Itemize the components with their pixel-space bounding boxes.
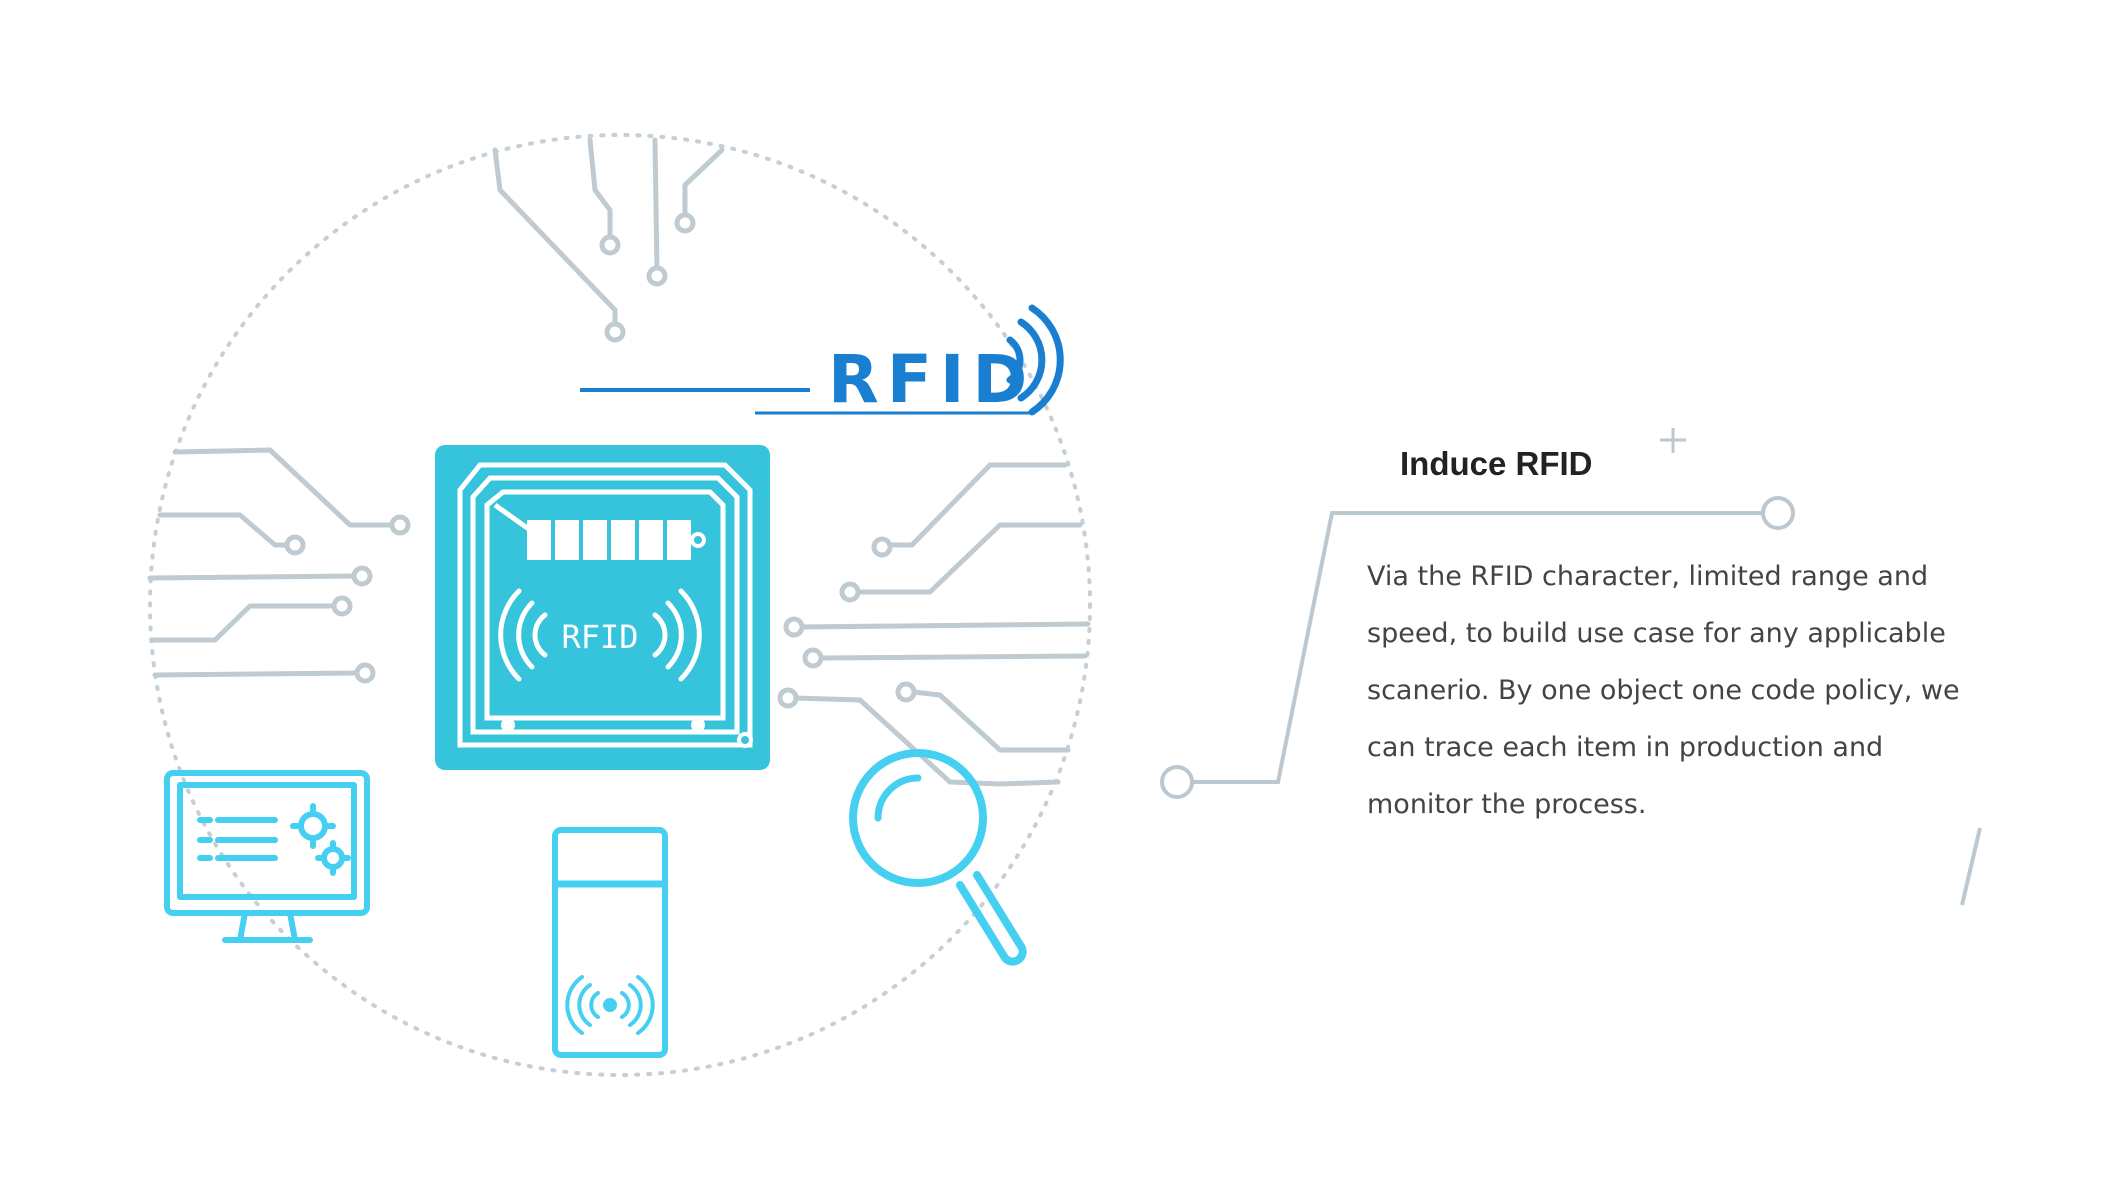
rfid-reader-icon [552,827,668,1058]
body-line: Via the RFID character, limited range an… [1367,561,1929,592]
slash-decoration [1960,827,1982,906]
rfid-chip-icon: RFID [435,445,770,770]
content-title: Induce RFID [1400,445,1593,482]
body-line: monitor the process. [1367,789,1647,820]
connector-line [1160,496,1795,799]
content-body: Via the RFID character, limited range an… [1367,548,1967,833]
monitor-settings-icon [164,770,370,943]
magnifier-icon [849,749,1027,966]
body-line: can trace each item in production and [1367,732,1884,763]
plus-decoration [1660,428,1686,453]
circuit-traces [147,137,1091,787]
body-line: scanerio. By one object one code policy,… [1367,675,1960,706]
body-line: speed, to build use case for any applica… [1367,618,1946,649]
dotted-circle [148,133,1092,1077]
wireless-signal-icon [1006,304,1064,416]
chip-label: RFID [561,618,638,656]
rfid-banner-label: RFID [828,341,1035,418]
rfid-banner: RFID [580,304,1064,418]
